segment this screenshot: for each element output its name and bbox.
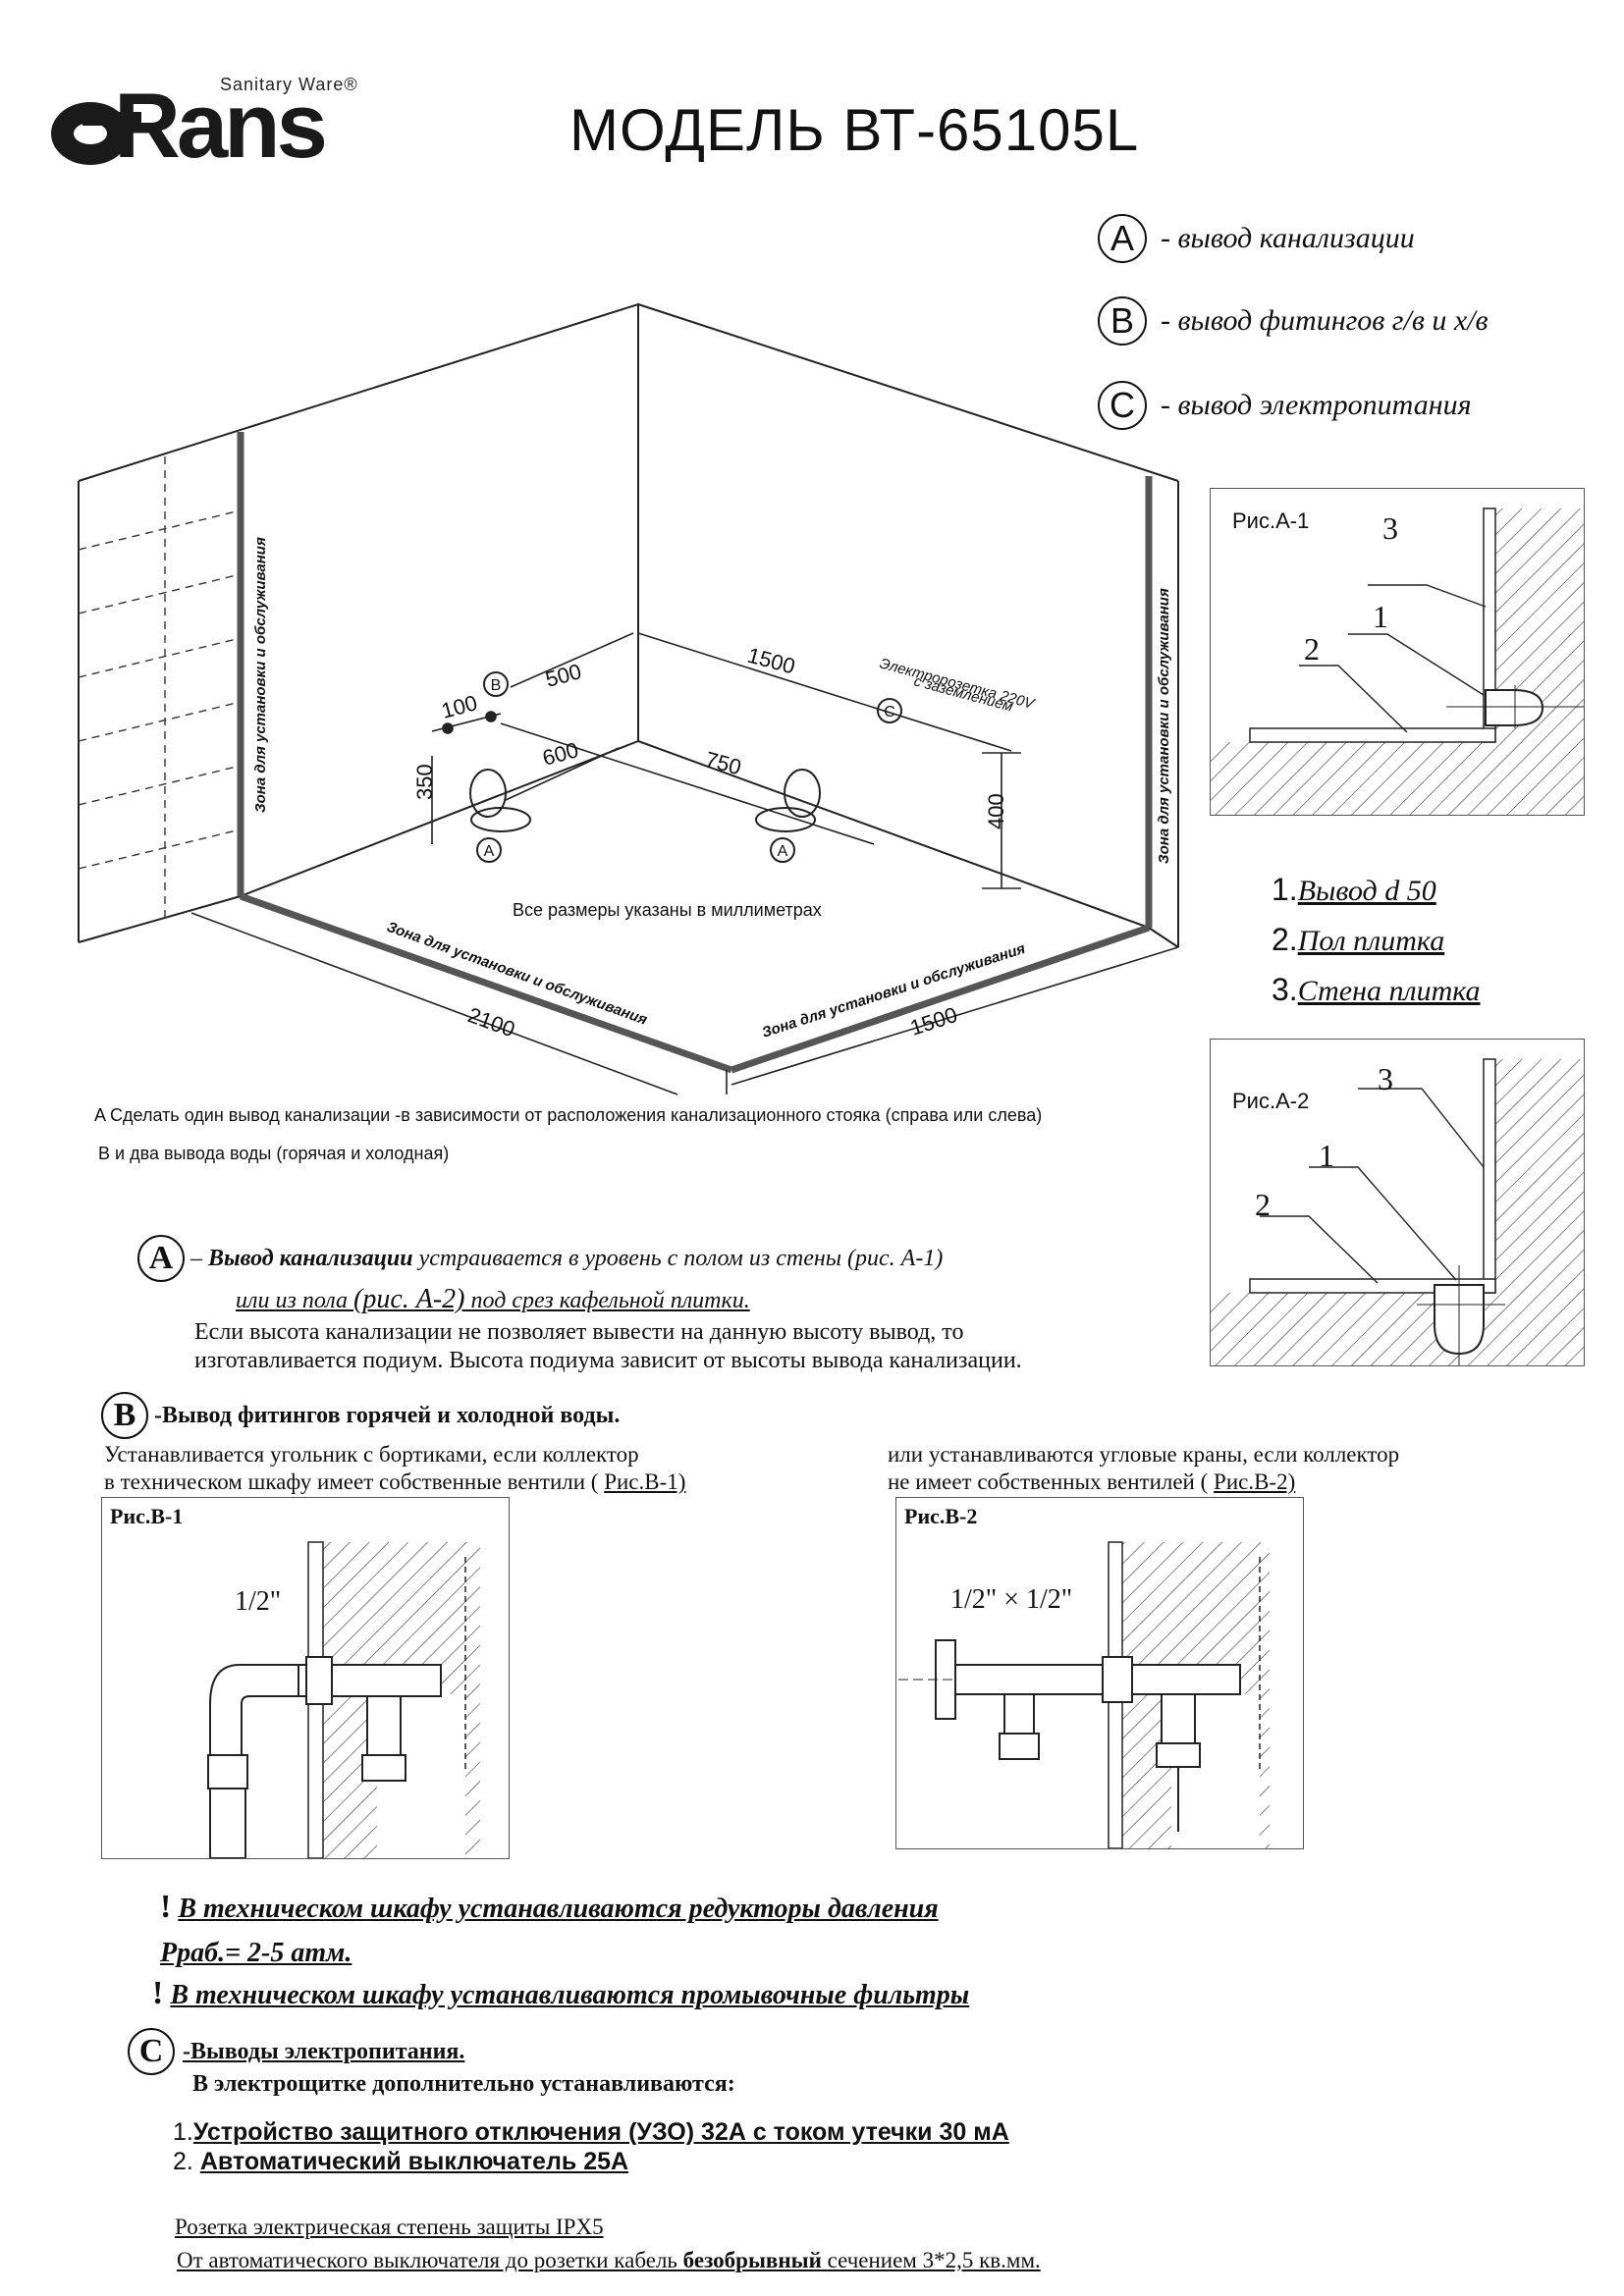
section-c-footnote-2: От автоматического выключателя до розетк… (177, 2248, 1041, 2272)
note-b: B и два вывода воды (горячая и холодная) (98, 1144, 449, 1164)
section-c-title: -Выводы электропитания. (183, 2038, 465, 2064)
units-note: Все размеры указаны в миллиметрах (513, 900, 822, 920)
marker-a-left: A (484, 843, 495, 860)
section-c-marker-icon: C (128, 2028, 175, 2075)
figure-a2-n3: 3 (1378, 1061, 1393, 1096)
legend-text: - вывод электропитания (1161, 389, 1472, 421)
figure-b2-caption: Рис.В-2 (904, 1504, 978, 1528)
figure-a2-n2: 2 (1255, 1187, 1271, 1222)
brand-logo: Rans Sanitary Ware® (43, 73, 397, 181)
zone-label-right: Зона для установки и обслуживания (1156, 588, 1172, 864)
warning-pressure: Рраб.= 2-5 атм. (160, 1938, 352, 1968)
parts-list-item: 2.Пол плитка (1272, 922, 1445, 957)
zone-label-floor-right: Зона для установки и обслуживания (760, 940, 1027, 1041)
dim-1500-top: 1500 (745, 643, 798, 679)
zone-label-left: Зона для установки и обслуживания (252, 537, 269, 813)
section-b-marker-icon: B (101, 1392, 148, 1439)
parts-list-item: 3.Стена плитка (1272, 972, 1481, 1007)
section-c-item-1: 1.Устройство защитного отключения (УЗО) … (173, 2118, 1009, 2146)
warning-icon: ! (152, 1975, 164, 2011)
section-c-footnote-1: Розетка электрическая степень защиты IPX… (175, 2215, 604, 2239)
figure-a1: Рис.А-1 3 1 2 (1210, 488, 1585, 816)
figure-a2-drawing (1211, 1058, 1584, 1378)
figure-a1-drawing (1211, 507, 1584, 815)
warning-filters: ! В техническом шкафу устанавливаются пр… (152, 1975, 970, 2011)
section-a-marker-icon: A (137, 1235, 185, 1282)
dim-350: 350 (412, 764, 437, 800)
note-b-letter: B (98, 1144, 111, 1163)
legend-item-b: B - вывод фитингов г/в и х/в (1098, 296, 1489, 346)
figure-a2: Рис.А-2 3 1 2 (1210, 1039, 1585, 1378)
warning-reducers: ! В техническом шкафу устанавливаются ре… (160, 1889, 939, 1925)
section-c-sub: В электрощитке дополнительно устанавлива… (192, 2071, 735, 2097)
page-title: МОДЕЛЬ ВТ-65105L (569, 97, 1140, 163)
marker-c: C (884, 704, 895, 721)
zone-label-floor-left: Зона для установки и обслуживания (385, 919, 650, 1029)
dim-500: 500 (543, 659, 584, 692)
figure-a2-n1: 1 (1319, 1138, 1334, 1173)
marker-a-icon: A (1098, 214, 1147, 263)
figure-a2-caption: Рис.А-2 (1232, 1089, 1310, 1113)
figure-b2-label: 1/2" × 1/2" (950, 1584, 1073, 1615)
legend-text: - вывод канализации (1161, 222, 1415, 254)
legend-item-a: A - вывод канализации (1098, 214, 1415, 263)
section-b-left-text: Устанавливается угольник с бортиками, ес… (104, 1442, 686, 1494)
marker-b: B (491, 677, 502, 694)
section-a-para1: Если высота канализации не позволяет выв… (194, 1319, 964, 1345)
section-b-heading: B -Вывод фитингов горячей и холодной вод… (101, 1392, 620, 1439)
figure-b1-label: 1/2" (235, 1586, 282, 1617)
section-b-title: -Вывод фитингов горячей и холодной воды. (154, 1402, 621, 1428)
marker-b-icon: B (1098, 296, 1147, 346)
dim-100: 100 (439, 690, 480, 723)
legend-text: - вывод фитингов г/в и х/в (1161, 304, 1489, 337)
section-b-right-text: или устанавливаются угловые краны, если … (888, 1442, 1400, 1494)
section-a-line2: или из пола (рис. А-2) под срез кафельно… (236, 1284, 750, 1314)
section-a-lead: – Вывод канализации устраивается в урове… (190, 1245, 944, 1271)
room-plan-diagram: A A B C 500 1500 100 600 750 350 400 210… (78, 302, 1179, 1095)
figure-a1-n3: 3 (1382, 510, 1398, 546)
section-c-heading: C -Выводы электропитания. (128, 2028, 464, 2075)
marker-c-icon: C (1098, 381, 1147, 430)
section-a-para2: изготавливается подиум. Высота подиума з… (194, 1348, 1022, 1373)
figure-b1: Рис.В-1 1/2" (101, 1497, 510, 1859)
parts-list: 1.Вывод d 50 2.Пол плитка 3.Стена плитка (1272, 872, 1481, 1022)
dim-750: 750 (703, 747, 744, 780)
figure-a1-n2: 2 (1304, 631, 1320, 667)
figure-b1-drawing (207, 1541, 480, 1859)
parts-list-item: 1.Вывод d 50 (1272, 872, 1436, 907)
brand-tagline: Sanitary Ware® (220, 75, 358, 94)
note-a-letter: A (94, 1105, 106, 1125)
figure-a1-n1: 1 (1373, 599, 1388, 634)
figure-b2-drawing (898, 1541, 1270, 1849)
dim-400: 400 (984, 793, 1008, 829)
section-a: A – Вывод канализации устраивается в уро… (137, 1235, 1198, 1374)
section-c-item-2: 2. Автоматический выключатель 25А (173, 2148, 629, 2175)
legend-item-c: C - вывод электропитания (1098, 381, 1472, 430)
figure-b1-caption: Рис.В-1 (110, 1504, 184, 1528)
warning-icon: ! (160, 1889, 172, 1925)
note-a-text: Сделать один вывод канализации -в зависи… (110, 1105, 1043, 1125)
note-b-text: и два вывода воды (горячая и холодная) (115, 1144, 450, 1163)
figure-b2: Рис.В-2 1/2" × 1/2" (895, 1497, 1304, 1849)
marker-a-right: A (778, 843, 788, 860)
note-a: A Сделать один вывод канализации -в зави… (94, 1105, 1042, 1126)
figure-a1-caption: Рис.А-1 (1232, 508, 1310, 533)
brand-name: Rans (114, 74, 328, 177)
dim-2100: 2100 (464, 1002, 518, 1041)
